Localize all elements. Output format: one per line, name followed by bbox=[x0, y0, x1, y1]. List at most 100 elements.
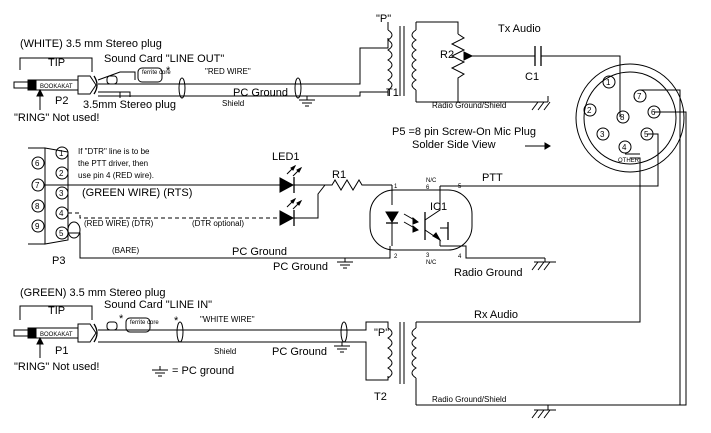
svg-text:7: 7 bbox=[35, 181, 40, 190]
svg-text:*: * bbox=[119, 313, 124, 325]
ic1-optocoupler bbox=[369, 185, 473, 251]
svg-text:1: 1 bbox=[606, 78, 611, 87]
radio-ground-top-label: Radio Ground/Shield bbox=[432, 101, 506, 110]
dtr-note-3: use pin 4 (RED wire). bbox=[78, 171, 154, 180]
dtr-note-2: the PTT driver, then bbox=[78, 159, 148, 168]
dtr-optional-label: (DTR optional) bbox=[192, 219, 244, 228]
pc-ground-symbol-bot bbox=[334, 342, 350, 353]
p1-label: P1 bbox=[55, 345, 68, 357]
shield-bot-label: Shield bbox=[214, 347, 236, 356]
resistor-r2 bbox=[450, 33, 474, 88]
bare-label: (BARE) bbox=[112, 246, 139, 255]
svg-text:7: 7 bbox=[637, 92, 642, 101]
svg-text:ferrite core: ferrite core bbox=[130, 320, 159, 326]
svg-text:N/C: N/C bbox=[426, 260, 437, 266]
pc-ground-bot-label: PC Ground bbox=[272, 346, 327, 358]
connector-p3-db9: 6 7 8 9 1 2 3 4 5 bbox=[28, 146, 69, 245]
tip-label-bot: TIP bbox=[48, 305, 65, 317]
plug-p1: BOOKAKAT bbox=[13, 323, 98, 343]
transformer-t2 bbox=[387, 322, 417, 405]
svg-text:BOOKAKAT: BOOKAKAT bbox=[40, 332, 73, 338]
plug-35-label: 3.5mm Stereo plug bbox=[83, 99, 176, 111]
pc-ground-symbol-top bbox=[299, 96, 315, 107]
svg-text:4: 4 bbox=[458, 254, 462, 260]
transformer-t1 bbox=[387, 22, 417, 102]
sound-card-out-label: Sound Card "LINE OUT" bbox=[104, 53, 224, 65]
svg-text:4: 4 bbox=[622, 143, 627, 152]
svg-text:2: 2 bbox=[587, 106, 592, 115]
radio-ground-wire-mid bbox=[440, 245, 545, 259]
ptt-wire bbox=[466, 133, 659, 187]
svg-text:3: 3 bbox=[426, 253, 430, 259]
shield-top-label: Shield bbox=[222, 99, 244, 108]
r1-label: R1 bbox=[332, 169, 346, 181]
rx-ground-wire bbox=[424, 111, 687, 406]
t2-label: T2 bbox=[374, 391, 387, 403]
p5-sub-label: Solder Side View bbox=[412, 139, 496, 151]
led2 bbox=[279, 197, 303, 226]
radio-ground-bot-label: Radio Ground/Shield bbox=[432, 395, 506, 404]
sound-card-in-label: Sound Card "LINE IN" bbox=[104, 299, 212, 311]
svg-text:4: 4 bbox=[59, 209, 64, 218]
r2-label: R2 bbox=[440, 49, 454, 61]
svg-text:6: 6 bbox=[35, 159, 40, 168]
radio-ground-symbol-mid bbox=[531, 258, 556, 271]
pc-ground-mid2-label: PC Ground bbox=[273, 261, 328, 273]
svg-text:8: 8 bbox=[620, 113, 625, 122]
pc-ground-wire-mid bbox=[68, 232, 391, 259]
svg-text:3: 3 bbox=[59, 189, 64, 198]
svg-text:BOOKAKAT: BOOKAKAT bbox=[40, 84, 73, 90]
red-wire-label-top: "RED WIRE" bbox=[205, 67, 251, 76]
p-label-bot: "P" bbox=[374, 327, 389, 339]
svg-text:9: 9 bbox=[35, 222, 40, 231]
tip-bracket-top bbox=[19, 57, 93, 72]
red-wire-dtr-label: (RED WIRE) (DTR) bbox=[84, 219, 154, 228]
dtr-note-1: If "DTR" line is to be bbox=[78, 147, 150, 156]
ground-wire-bot bbox=[98, 341, 389, 381]
t1-label: T1 bbox=[386, 87, 399, 99]
plug-p2: BOOKAKAT bbox=[13, 75, 98, 95]
p3-label: P3 bbox=[52, 255, 65, 267]
svg-text:6: 6 bbox=[426, 185, 430, 191]
ptt-label: PTT bbox=[482, 172, 503, 184]
white-wire-label: "WHITE WIRE" bbox=[200, 315, 255, 324]
pc-ground-top-label: PC Ground bbox=[233, 87, 288, 99]
p-label-top: "P" bbox=[376, 13, 391, 25]
svg-text:2: 2 bbox=[394, 254, 398, 260]
white-wire bbox=[98, 321, 389, 331]
red-wire-top bbox=[98, 38, 389, 85]
tip-label-top: TIP bbox=[48, 57, 65, 69]
radio-ground-mid-label: Radio Ground bbox=[454, 267, 523, 279]
pc-ground-symbol-mid bbox=[337, 258, 353, 269]
svg-text:ferrite core: ferrite core bbox=[142, 70, 171, 76]
svg-text:8: 8 bbox=[35, 202, 40, 211]
p5-mic-plug: 1 2 3 4 5 6 7 8 OTHER bbox=[575, 63, 685, 173]
white-plug-label: (WHITE) 3.5 mm Stereo plug bbox=[20, 38, 162, 50]
ic1-label: IC1 bbox=[430, 201, 447, 213]
pc-ground-legend-symbol bbox=[152, 366, 168, 377]
pc-ground-mid-label: PC Ground bbox=[232, 246, 287, 258]
tx-audio-wire bbox=[472, 55, 621, 117]
green-wire-label: (GREEN WIRE) (RTS) bbox=[82, 187, 192, 199]
p2-label: P2 bbox=[55, 95, 68, 107]
tx-audio-label: Tx Audio bbox=[498, 23, 541, 35]
svg-text:5: 5 bbox=[458, 184, 462, 190]
green-plug-label: (GREEN) 3.5 mm Stereo plug bbox=[20, 287, 166, 299]
c1-label: C1 bbox=[525, 71, 539, 83]
svg-text:1: 1 bbox=[394, 184, 398, 190]
svg-text:5: 5 bbox=[59, 229, 64, 238]
svg-text:OTHER: OTHER bbox=[618, 158, 640, 164]
pin7-ground-wire bbox=[640, 89, 681, 405]
svg-text:3: 3 bbox=[600, 130, 605, 139]
svg-text:*: * bbox=[166, 65, 171, 77]
ring-label-top: "RING" Not used! bbox=[14, 112, 99, 124]
svg-text:5: 5 bbox=[644, 130, 649, 139]
led1-label: LED1 bbox=[272, 151, 300, 163]
svg-text:N/C: N/C bbox=[426, 178, 437, 184]
tip-bracket-bot bbox=[19, 305, 93, 320]
ring-label-bot: "RING" Not used! bbox=[14, 361, 99, 373]
svg-text:1: 1 bbox=[59, 149, 64, 158]
svg-text:2: 2 bbox=[59, 169, 64, 178]
